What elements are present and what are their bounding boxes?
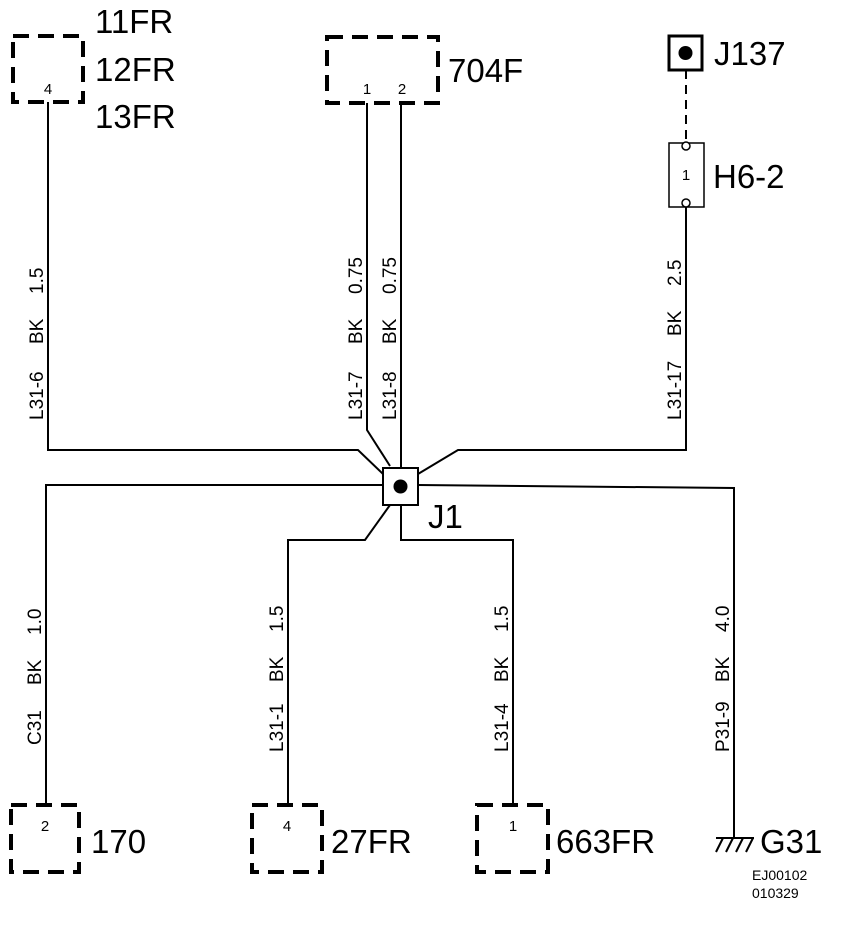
connector-704f-pin-2: 2 — [398, 81, 406, 98]
wire-l31-17[interactable] — [417, 207, 687, 475]
wire-id-l31-1: L31-1 — [267, 703, 288, 752]
wire-label-l31-6: L31-6 BK 1.5 — [27, 268, 48, 420]
connector-11fr-label: 11FR — [95, 3, 173, 40]
wire-color-l31-4: BK — [492, 656, 513, 682]
wire-c31[interactable] — [45, 484, 383, 805]
connector-j137-dot — [678, 46, 693, 60]
wire-label-c31: C31 BK 1.0 — [25, 609, 46, 745]
wire-color-l31-7: BK — [346, 318, 367, 344]
wire-l31-6[interactable] — [47, 102, 384, 475]
wire-id-l31-17: L31-17 — [665, 361, 686, 420]
wire-id-c31: C31 — [25, 710, 46, 745]
wire-l31-1[interactable] — [287, 504, 391, 805]
wire-color-l31-17: BK — [665, 310, 686, 336]
connector-704f-pin-1: 1 — [363, 81, 371, 98]
wire-size-l31-17: 2.5 — [665, 260, 686, 286]
connector-27fr-label: 27FR — [331, 823, 412, 860]
connector-663fr-label: 663FR — [556, 823, 655, 860]
wire-size-l31-6: 1.5 — [27, 268, 48, 294]
connector-170-label: 170 — [91, 823, 146, 860]
connector-704f-label: 704F — [448, 52, 523, 89]
connector-170-box[interactable] — [9, 803, 81, 874]
wire-color-l31-6: BK — [27, 318, 48, 344]
connector-170-pin: 2 — [41, 818, 49, 835]
wire-id-l31-6: L31-6 — [27, 371, 48, 420]
wire-size-l31-1: 1.5 — [267, 606, 288, 632]
wire-color-l31-1: BK — [267, 656, 288, 682]
wire-label-p31-9: P31-9 BK 4.0 — [713, 606, 734, 752]
wire-id-l31-4: L31-4 — [492, 703, 513, 752]
wire-color-l31-8: BK — [380, 318, 401, 344]
wire-l31-4[interactable] — [400, 505, 514, 805]
wire-size-l31-4: 1.5 — [492, 606, 513, 632]
connector-h6-2-pin: 1 — [682, 167, 690, 184]
splice-j1-label: J1 — [428, 498, 463, 535]
wire-color-p31-9: BK — [713, 656, 734, 682]
wire-label-l31-7: L31-7 BK 0.75 — [346, 257, 367, 420]
connector-j137-label: J137 — [714, 35, 786, 72]
drawing-code: EJ00102 — [752, 867, 807, 883]
splice-j1-dot — [393, 479, 408, 494]
wire-size-l31-8: 0.75 — [380, 257, 401, 294]
wire-label-l31-8: L31-8 BK 0.75 — [380, 257, 401, 420]
wire-id-l31-8: L31-8 — [380, 371, 401, 420]
connector-13fr-label: 13FR — [95, 98, 176, 135]
connector-12fr-label: 12FR — [95, 51, 176, 88]
wire-size-l31-7: 0.75 — [346, 257, 367, 294]
wire-label-l31-4: L31-4 BK 1.5 — [492, 606, 513, 752]
wire-color-c31: BK — [25, 659, 46, 685]
wire-l31-7[interactable] — [366, 103, 391, 467]
connector-663fr-pin: 1 — [509, 818, 517, 835]
wire-size-c31: 1.0 — [25, 609, 46, 635]
connector-h6-2-terminal-top — [681, 141, 691, 151]
wire-p31-9[interactable] — [417, 484, 735, 838]
connector-11fr-pin: 4 — [44, 81, 52, 98]
wire-id-l31-7: L31-7 — [346, 371, 367, 420]
wire-label-l31-17: L31-17 BK 2.5 — [665, 260, 686, 420]
connector-27fr-pin: 4 — [283, 818, 291, 835]
wire-label-l31-1: L31-1 BK 1.5 — [267, 606, 288, 752]
ground-g31-label: G31 — [760, 823, 822, 860]
connector-h6-2-terminal-bottom — [681, 198, 691, 208]
wire-id-p31-9: P31-9 — [713, 701, 734, 752]
connector-704f-box[interactable] — [325, 35, 440, 105]
wire-size-p31-9: 4.0 — [713, 606, 734, 632]
connector-27fr-box[interactable] — [250, 803, 324, 874]
ground-g31-icon — [715, 837, 754, 853]
connector-11fr-box[interactable] — [11, 34, 85, 104]
connector-h6-2-label: H6-2 — [713, 158, 785, 195]
drawing-date-code: 010329 — [752, 885, 799, 901]
connector-663fr-box[interactable] — [475, 803, 550, 874]
